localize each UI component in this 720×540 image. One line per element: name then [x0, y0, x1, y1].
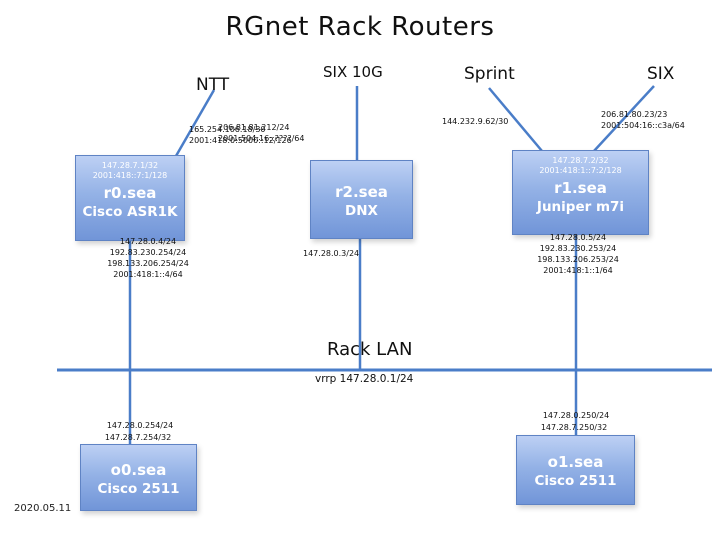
ip-line: 2001:418:1::4/64 — [113, 270, 183, 279]
ip-line: 192.83.230.253/24 — [539, 244, 617, 253]
ip-line: 2001:418:1::1/64 — [543, 266, 613, 275]
uplink-ips-sprint: 144.232.9.62/30 — [442, 116, 508, 127]
link-ntt-r0 — [174, 89, 216, 157]
ip-line: 165.254.106.18/30 — [189, 125, 266, 134]
vrrp-label: vrrp 147.28.0.1/24 — [315, 373, 414, 385]
loopback-ip: 2001:418:1::7:2/128 — [539, 166, 622, 175]
loopback-ip: 147.28.7.1/32 — [101, 161, 159, 170]
node-name: r1.sea — [554, 179, 607, 197]
rack-lan-label: Rack LAN — [327, 339, 413, 360]
console-node-o1: o1.sea Cisco 2511 — [516, 435, 635, 505]
link-sprint-r1 — [488, 87, 543, 152]
node-name: r2.sea — [335, 182, 388, 201]
loopback-ip: 2001:418::7:1/128 — [92, 171, 168, 180]
router-node-r1: 147.28.7.2/32 2001:418:1::7:2/128 r1.sea… — [512, 150, 649, 235]
lan-ip-o0: 147.28.0.254/24 — [106, 421, 174, 430]
uplink-label-ntt: NTT — [196, 75, 230, 95]
node-model: Cisco ASR1K — [82, 204, 178, 220]
node-name: o1.sea — [547, 453, 604, 471]
ip-line: 147.28.0.3/24 — [303, 249, 360, 258]
ip-line: 206.81.80.23/23 — [601, 110, 668, 119]
ip-line: 206.81.81.212/24 — [218, 123, 290, 132]
ip-line: 2001:504:16::????/64 — [218, 134, 305, 143]
lan-ip-o1: 147.28.0.250/24 — [542, 411, 610, 420]
uplink-ips-ntt: 165.254.106.18/30 2001:418:0:5000::12/12… — [189, 124, 292, 146]
router-node-r2: r2.sea DNX — [310, 160, 413, 239]
ip-line: 2001:504:16::c3a/64 — [601, 121, 685, 130]
node-model: Cisco 2511 — [97, 480, 180, 497]
uplink-label-sprint: Sprint — [464, 64, 515, 84]
uplink-ips-six10g: 206.81.81.212/24 2001:504:16::????/64 — [218, 122, 304, 144]
node-model: Juniper m7i — [536, 199, 625, 215]
ip-line: 192.83.230.254/24 — [109, 248, 187, 257]
node-model: DNX — [345, 202, 378, 219]
ip-line: 147.28.0.5/24 — [549, 233, 607, 242]
ip-line: 198.133.206.254/24 — [107, 259, 189, 268]
node-name: r0.sea — [103, 184, 157, 202]
diagram-title: RGnet Rack Routers — [225, 12, 495, 42]
console-node-o0: o0.sea Cisco 2511 — [80, 444, 197, 511]
ip-line: 198.133.206.253/24 — [537, 255, 619, 264]
loopback-ip: 147.28.7.2/32 — [552, 156, 609, 165]
uplink-label-six: SIX — [647, 64, 675, 84]
lan-ips-r1: 147.28.0.5/24 192.83.230.253/24 198.133.… — [528, 232, 628, 276]
lan-ips-r2: 147.28.0.3/24 — [303, 248, 359, 259]
loopback-ip-o0: 147.28.7.254/32 — [104, 433, 172, 442]
ip-line: 144.232.9.62/30 — [442, 117, 509, 126]
ip-line: 2001:418:0:5000::12/126 — [189, 136, 292, 145]
router-node-r0: 147.28.7.1/32 2001:418::7:1/128 r0.sea C… — [75, 155, 185, 241]
link-six-r1 — [593, 85, 655, 152]
loopback-ip-o1: 147.28.7.250/32 — [540, 423, 608, 432]
date-label: 2020.05.11 — [14, 503, 72, 514]
uplink-label-six10g: SIX 10G — [323, 63, 383, 81]
ip-line: 147.28.0.4/24 — [119, 237, 177, 246]
node-model: Cisco 2511 — [534, 473, 617, 489]
node-name: o0.sea — [110, 460, 167, 479]
uplink-ips-six: 206.81.80.23/23 2001:504:16::c3a/64 — [601, 109, 685, 131]
lan-ips-r0: 147.28.0.4/24 192.83.230.254/24 198.133.… — [98, 236, 198, 280]
